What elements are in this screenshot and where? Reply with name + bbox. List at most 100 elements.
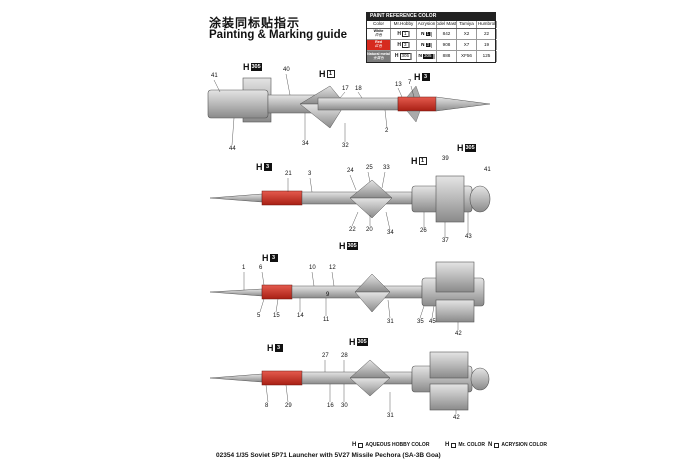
- tamiya-code: X2: [457, 29, 477, 39]
- callout-number: 44: [229, 146, 236, 152]
- callout-number: 39: [442, 156, 449, 162]
- modelmaster-code: 908: [437, 40, 457, 50]
- callout-number: 41: [484, 167, 491, 173]
- color-swatch-white: White 白色: [367, 29, 391, 39]
- acrysion-code: 1: [425, 31, 432, 37]
- callout-number: 5: [257, 313, 261, 319]
- humbrol-code: 22: [477, 29, 497, 39]
- missile-view-4: [209, 351, 490, 411]
- callout-number: 26: [420, 228, 427, 234]
- callout-number: 34: [302, 141, 309, 147]
- color-swatch-red: Red 红色: [367, 40, 391, 50]
- missile-view-3: [209, 261, 485, 323]
- column-header: Acrysion: [417, 21, 437, 28]
- column-header: Humbrol: [477, 21, 497, 28]
- callout-number: 33: [383, 165, 390, 171]
- color-name: White: [373, 29, 384, 34]
- column-header: Tamiya: [457, 21, 477, 28]
- callout-number: 29: [285, 403, 292, 409]
- callout-number: 11: [323, 317, 330, 323]
- acrysion-code: 305: [423, 54, 434, 59]
- modelmaster-code: 842: [437, 29, 457, 39]
- callout-number: 30: [341, 403, 348, 409]
- callout-number: 21: [285, 171, 292, 177]
- callout-number: 24: [347, 168, 354, 174]
- product-footer: 02354 1/35 Soviet 5P71 Launcher with 5V2…: [216, 452, 441, 459]
- title-english: Painting & Marking guide: [209, 29, 348, 41]
- callout-number: 28: [341, 353, 348, 359]
- leader-lines: [213, 73, 469, 414]
- callout-number: 20: [366, 227, 373, 233]
- callout-number: 3: [308, 171, 312, 177]
- callout-number: 6: [259, 265, 263, 271]
- callout-number: 13: [395, 82, 402, 88]
- column-header: Color: [367, 21, 391, 28]
- color-name-cn: 金属色: [373, 55, 384, 60]
- mrhobby-code: 1: [402, 30, 409, 38]
- callout-number: 45: [429, 319, 436, 325]
- callout-number: 22: [349, 227, 356, 233]
- callout-number: 14: [297, 313, 304, 319]
- callout-number: 17: [342, 86, 349, 92]
- mrhobby-code: 305: [399, 53, 412, 60]
- callout-number: 15: [273, 313, 280, 319]
- callout-number: 18: [355, 86, 362, 92]
- callout-number: 16: [327, 403, 334, 409]
- color-swatch-metal: Natural metal 金属色: [367, 51, 391, 62]
- callout-number: 25: [366, 165, 373, 171]
- callout-number: 10: [309, 265, 316, 271]
- callout-number: 31: [387, 413, 394, 419]
- missile-view-1: [207, 77, 491, 129]
- paint-reference-columns: Color Mr.Hobby Acrysion Model Master Tam…: [367, 21, 497, 29]
- tamiya-code: XF56: [457, 51, 477, 62]
- callout-number: 12: [329, 265, 336, 271]
- callout-number: 42: [453, 415, 460, 421]
- tamiya-code: X7: [457, 40, 477, 50]
- color-name-cn: 红色: [374, 44, 383, 48]
- callout-number: 41: [211, 73, 218, 79]
- callout-number: 27: [322, 353, 329, 359]
- callout-number: 7: [408, 80, 412, 86]
- callout-number: 8: [265, 403, 269, 409]
- column-header: Mr.Hobby: [391, 21, 417, 28]
- callout-number: 1: [242, 265, 246, 271]
- callout-number: 2: [385, 128, 389, 134]
- title-chinese: 涂装同标贴指示: [209, 16, 301, 30]
- acrysion-code: 3: [425, 42, 432, 48]
- paint-reference-table: PAINT REFERENCE COLOR Color Mr.Hobby Acr…: [366, 12, 497, 63]
- callout-number: 32: [342, 143, 349, 149]
- modelmaster-code: 888: [437, 51, 457, 62]
- humbrol-code: 19: [477, 40, 497, 50]
- callout-number: 43: [465, 234, 472, 240]
- color-name: Red: [375, 40, 382, 45]
- callout-number: 42: [455, 331, 462, 337]
- humbrol-code: 125: [477, 51, 497, 62]
- missile-view-2: [209, 175, 491, 223]
- color-name-cn: 白色: [374, 33, 383, 37]
- paint-reference-heading: PAINT REFERENCE COLOR: [367, 13, 495, 21]
- callout-number: 40: [283, 67, 290, 73]
- callout-number: 37: [442, 238, 449, 244]
- callout-number: 31: [387, 319, 394, 325]
- color-name: Natural metal: [367, 51, 390, 56]
